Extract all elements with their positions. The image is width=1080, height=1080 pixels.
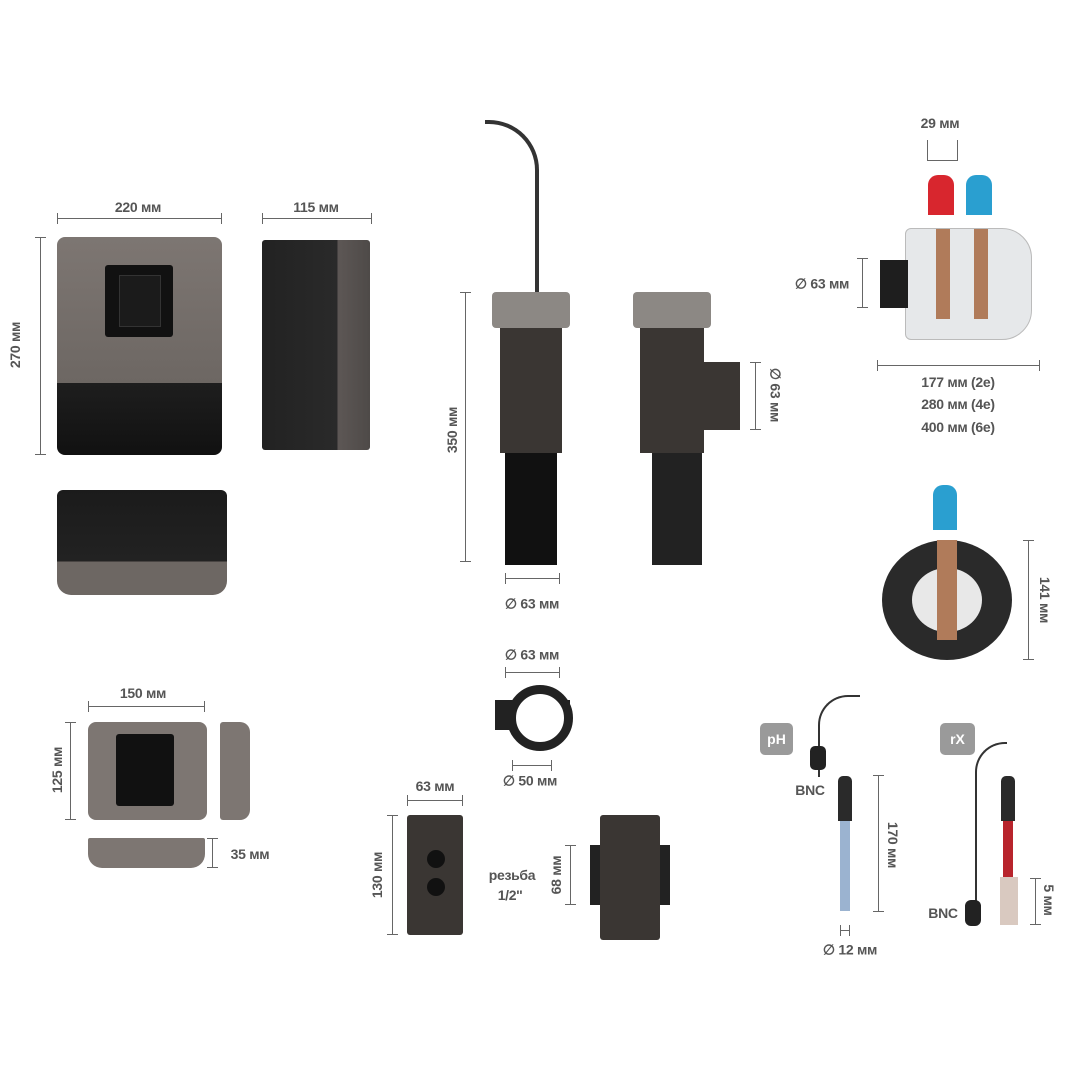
dimension-line bbox=[505, 667, 560, 678]
rx-connector-label: BNC bbox=[928, 905, 958, 921]
controller-depth-label: 115 мм bbox=[293, 199, 339, 215]
rx-badge: rX bbox=[940, 723, 975, 755]
dimension-line bbox=[877, 360, 1040, 371]
clamp-inner-label: ∅ 50 мм bbox=[502, 772, 558, 789]
cell-side-cap bbox=[633, 292, 711, 328]
dimension-line bbox=[857, 258, 868, 308]
cell-pipe-diameter-label: ∅ 63 мм bbox=[767, 367, 784, 423]
dimension-line bbox=[750, 362, 761, 430]
thread-size-label: 1/2'' bbox=[497, 887, 523, 903]
cell-body-image bbox=[500, 328, 562, 453]
small-controller-height-label: 125 мм bbox=[49, 746, 65, 794]
electrode-cell-diameter-label: ∅ 63 мм bbox=[794, 275, 850, 292]
cell-electrodes bbox=[505, 453, 557, 565]
cell-cable bbox=[485, 120, 539, 294]
holder-height2-label: 68 мм bbox=[548, 855, 564, 895]
rx-tip-label: 5 мм bbox=[1041, 884, 1057, 916]
dimension-line bbox=[35, 237, 46, 455]
electrode-length-4e: 280 мм (4е) bbox=[921, 396, 995, 412]
cell-cap bbox=[492, 292, 570, 328]
rx-probe-handle bbox=[1001, 776, 1015, 821]
cell-length-label: 350 мм bbox=[444, 406, 460, 454]
electrode-cell-image bbox=[905, 228, 1032, 340]
electrode-length-2e: 177 мм (2е) bbox=[921, 374, 995, 390]
clamp-outer-label: ∅ 63 мм bbox=[504, 646, 560, 663]
dimension-line bbox=[207, 838, 218, 868]
cell-diameter-label: ∅ 63 мм bbox=[504, 595, 560, 612]
round-cell-electrode bbox=[933, 485, 957, 530]
dimension-line bbox=[512, 760, 552, 771]
dimension-line bbox=[840, 925, 850, 936]
small-controller-image bbox=[88, 722, 207, 820]
blue-electrode-cap bbox=[966, 175, 992, 215]
ph-connector-label: BNC bbox=[795, 782, 825, 798]
dimension-line bbox=[1023, 540, 1034, 660]
rx-probe-image bbox=[1003, 821, 1013, 877]
cell-side-electrodes bbox=[652, 453, 702, 565]
ph-probe-image bbox=[840, 821, 850, 911]
dimension-line bbox=[927, 140, 958, 161]
rx-probe-tip bbox=[1000, 877, 1018, 925]
controller-display bbox=[105, 265, 173, 337]
red-electrode-cap bbox=[928, 175, 954, 215]
dimension-line bbox=[57, 213, 222, 224]
dimension-line bbox=[65, 722, 76, 820]
ph-diameter-label: ∅ 12 мм bbox=[822, 941, 878, 958]
dimension-line bbox=[460, 292, 471, 562]
dimension-line bbox=[505, 573, 560, 584]
dimension-line bbox=[565, 845, 576, 905]
holder-height-label: 130 мм bbox=[369, 851, 385, 899]
cell-side-image bbox=[640, 328, 704, 453]
controller-side-image bbox=[262, 240, 370, 450]
dimension-line bbox=[262, 213, 372, 224]
dimension-line bbox=[387, 815, 398, 935]
small-controller-bottom bbox=[88, 838, 205, 868]
ph-probe-handle bbox=[838, 776, 852, 821]
controller-width-label: 220 мм bbox=[114, 199, 162, 215]
electrode-spacing-label: 29 мм bbox=[920, 115, 960, 131]
electrode-cell-inlet bbox=[880, 260, 908, 308]
dimension-line bbox=[88, 701, 205, 712]
small-controller-width-label: 150 мм bbox=[119, 685, 167, 701]
ph-badge: pH bbox=[760, 723, 793, 755]
small-controller-side bbox=[220, 722, 250, 820]
ph-probe-cable bbox=[818, 695, 860, 777]
dimension-line bbox=[1030, 878, 1041, 925]
ph-bnc-connector bbox=[810, 746, 826, 770]
holder-image bbox=[407, 815, 463, 935]
round-cell-image bbox=[882, 540, 1012, 660]
dimension-line bbox=[407, 795, 463, 806]
holder-side-image bbox=[600, 815, 660, 940]
small-controller-depth-label: 35 мм bbox=[230, 846, 270, 862]
cell-pipe bbox=[704, 362, 740, 430]
rx-bnc-connector bbox=[965, 900, 981, 926]
round-cell-height-label: 141 мм bbox=[1037, 576, 1053, 624]
controller-height-label: 270 мм bbox=[7, 321, 23, 369]
dimension-line bbox=[873, 775, 884, 912]
thread-label: резьба bbox=[488, 867, 536, 883]
controller-bottom-image bbox=[57, 490, 227, 595]
ph-length-label: 170 мм bbox=[885, 821, 901, 869]
holder-width-label: 63 мм bbox=[415, 778, 455, 794]
controller-front-image bbox=[57, 237, 222, 455]
electrode-length-6e: 400 мм (6е) bbox=[921, 419, 995, 435]
clamp-image bbox=[507, 685, 573, 751]
